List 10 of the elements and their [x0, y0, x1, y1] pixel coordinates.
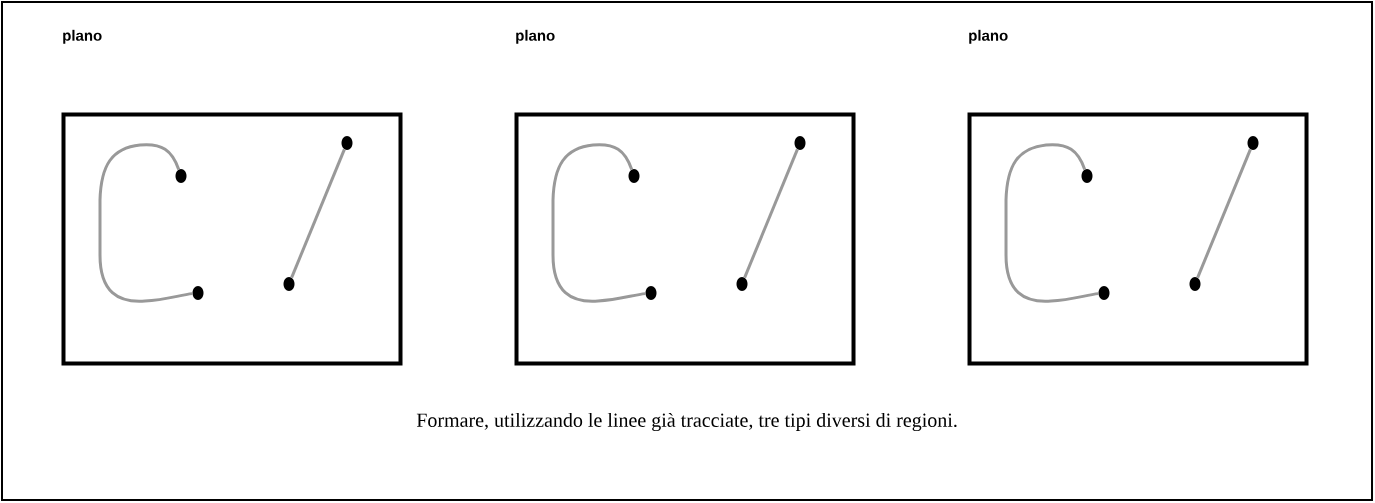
- curved-line: [551, 143, 646, 303]
- box-heading: plano: [969, 29, 1008, 44]
- curved-line: [98, 143, 193, 303]
- box-heading: plano: [63, 29, 102, 44]
- curved-line: [1004, 143, 1099, 303]
- straight-line: [743, 148, 799, 279]
- straight-line: [1196, 148, 1252, 279]
- box-heading: plano: [516, 29, 555, 44]
- straight-line: [290, 148, 346, 279]
- caption: Formare, utilizzando le linee già tracciate, tre tipi diversi di regioni.: [416, 412, 957, 432]
